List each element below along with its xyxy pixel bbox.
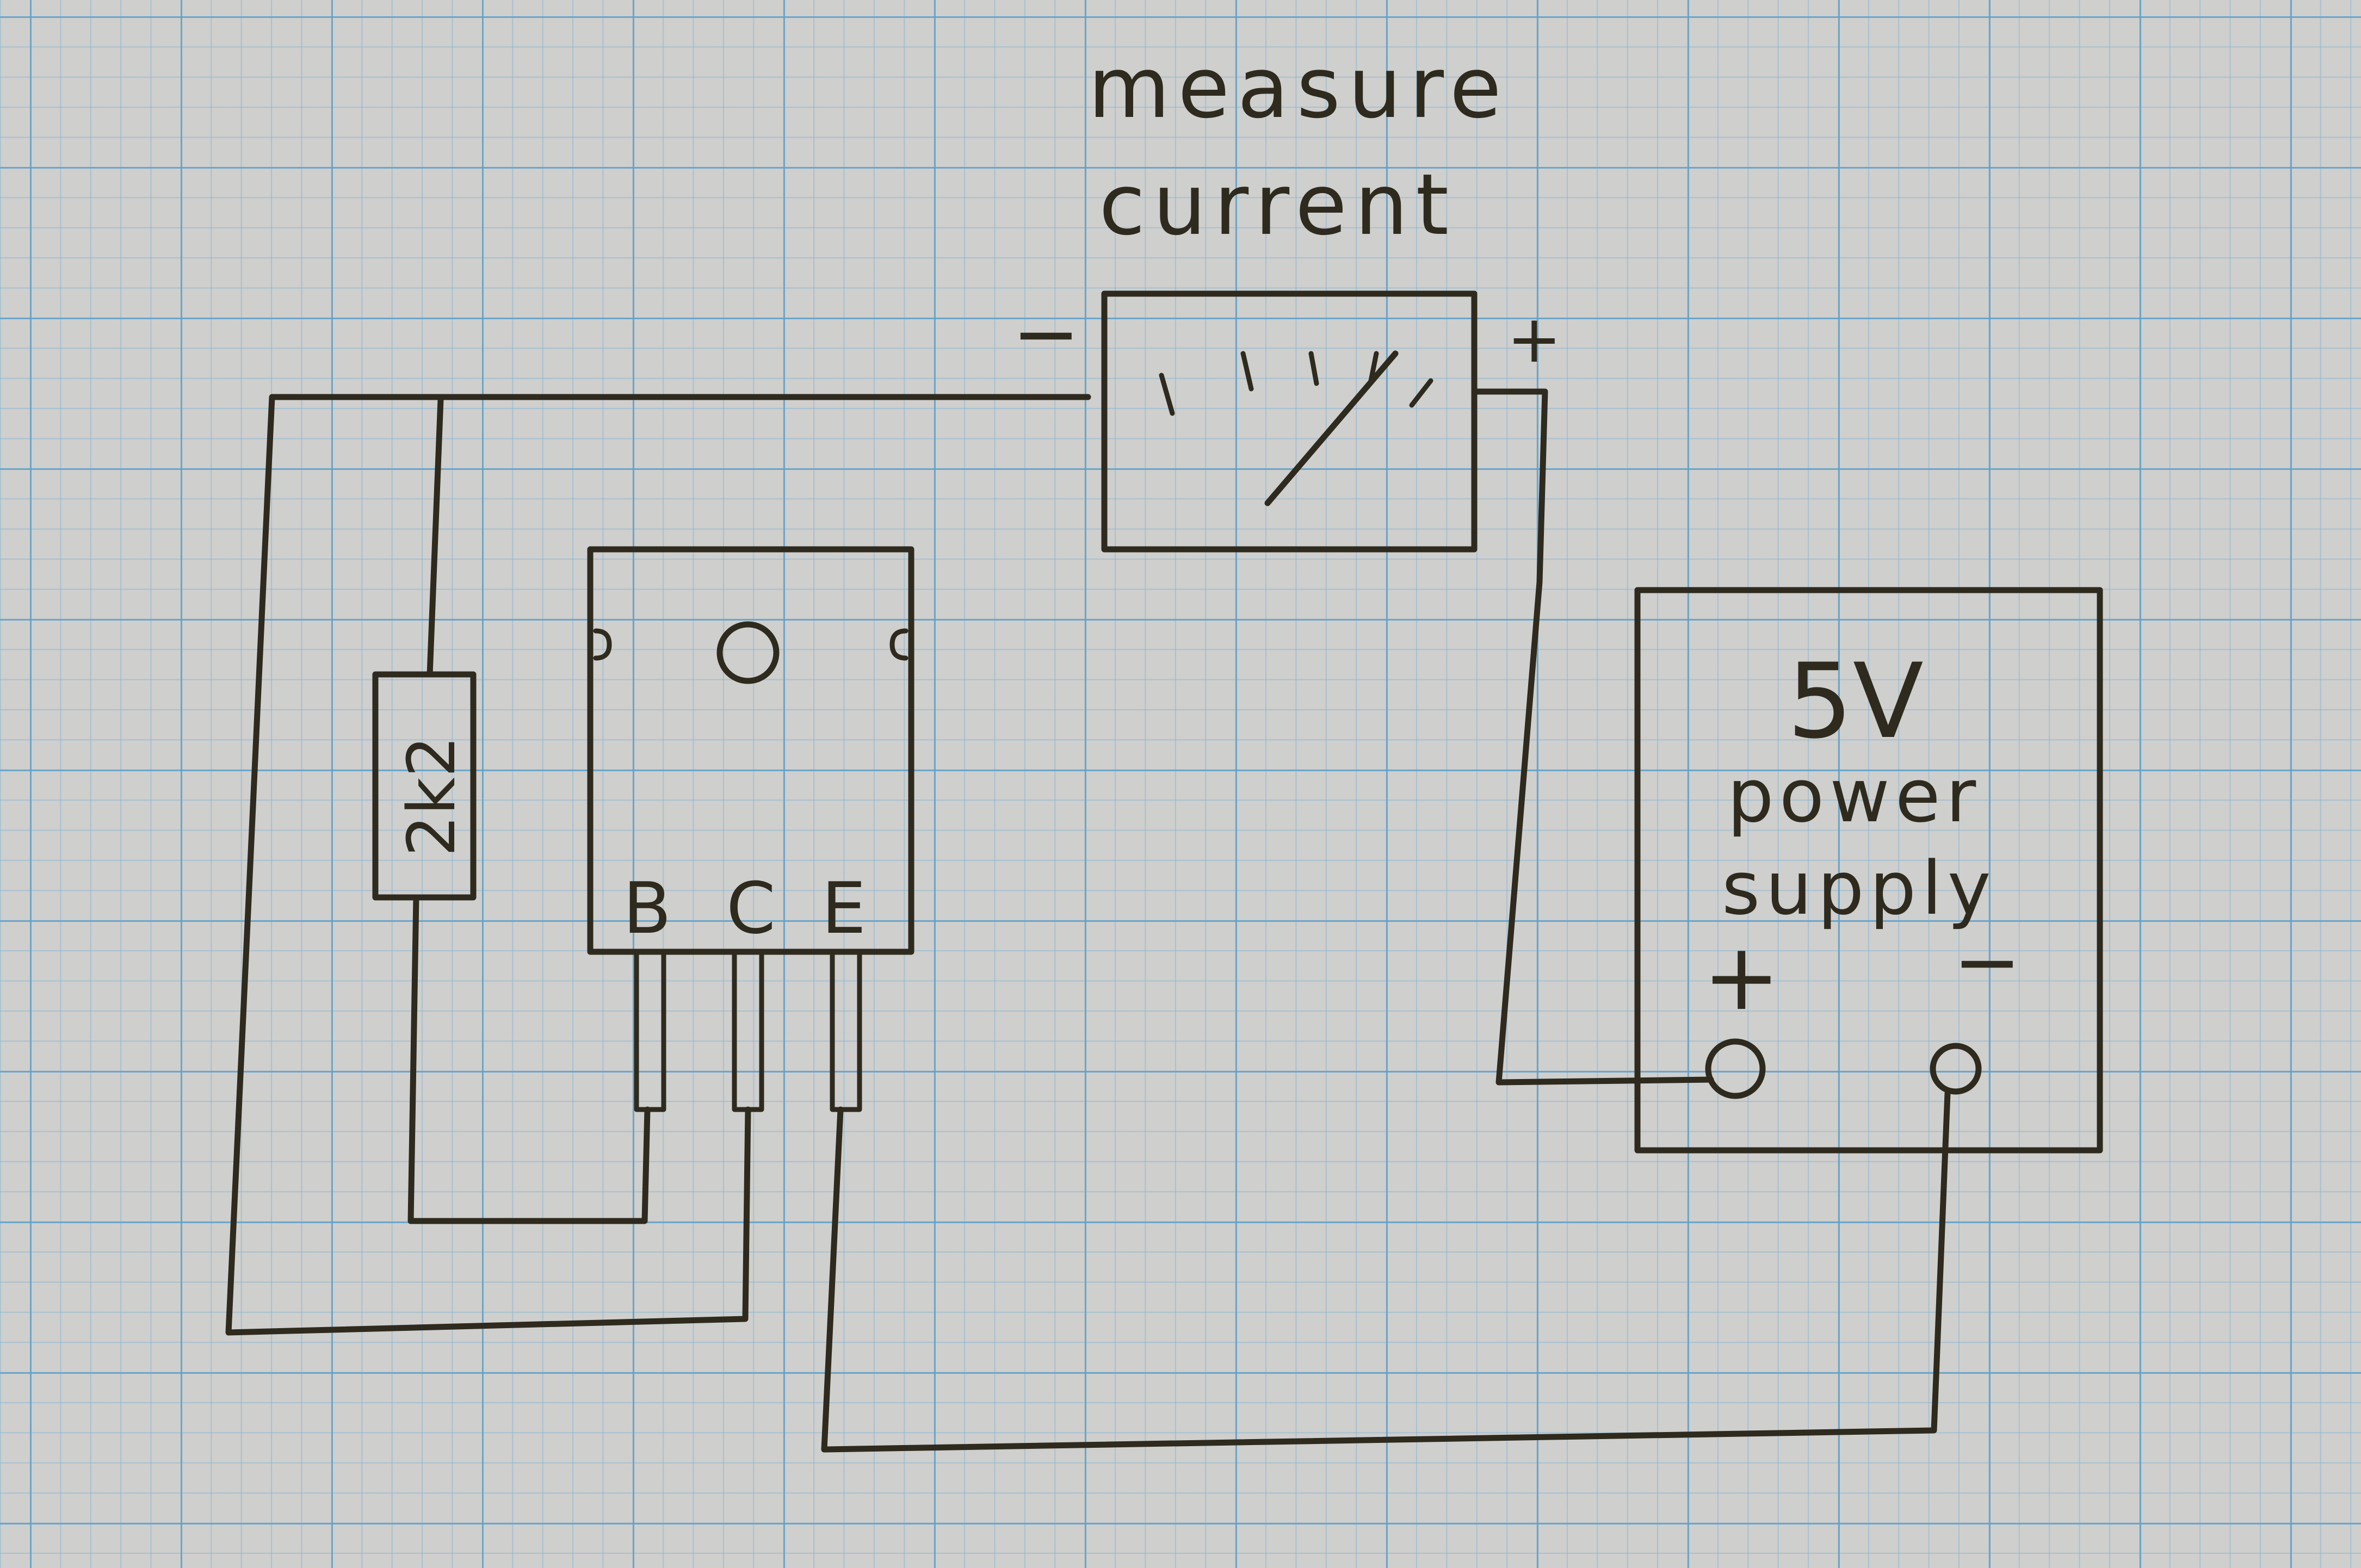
pin-label-e: E [821, 867, 866, 950]
pin-leg-e [830, 949, 862, 1112]
ammeter: measure current − + [1012, 39, 1562, 553]
pin-label-b: B [623, 867, 671, 950]
wire-meter-minus [225, 394, 1091, 1336]
positive-terminal-icon [1705, 1038, 1766, 1099]
power-supply-line2: supply [1722, 846, 1997, 931]
meter-caption-line2: current [1099, 156, 1456, 254]
power-supply-voltage: 5V [1787, 641, 1924, 761]
meter-tick [1240, 351, 1254, 392]
meter-minus-label: − [1012, 287, 1080, 381]
meter-needle [1264, 350, 1399, 506]
meter-tick [1159, 373, 1175, 416]
pin-label-c: C [726, 867, 776, 950]
notch-right-icon [889, 628, 908, 661]
power-supply-minus-label: − [1953, 915, 2022, 1009]
resistor-value-label: 2k2 [394, 736, 470, 857]
wires [225, 388, 1951, 1453]
meter-tick [1368, 351, 1379, 383]
resistor: 2k2 [372, 671, 477, 901]
ammeter-body [1101, 290, 1478, 553]
pin-leg-c [732, 949, 764, 1112]
meter-plus-label: + [1507, 302, 1562, 377]
power-supply: 5V power supply + − [1634, 587, 2103, 1154]
negative-terminal-icon [1930, 1043, 1982, 1095]
wire-meter-plus [1471, 388, 1714, 1086]
power-supply-line1: power [1727, 753, 1981, 839]
pin-leg-b [634, 949, 666, 1112]
meter-tick [1308, 351, 1319, 386]
wire-resistor-top [427, 396, 444, 678]
meter-tick [1409, 378, 1433, 408]
notch-left-icon [593, 628, 612, 661]
power-supply-plus-label: + [1703, 924, 1780, 1031]
mounting-hole-icon [716, 621, 780, 684]
resistor-body [372, 671, 477, 901]
transistor: B C E [587, 546, 914, 1112]
power-supply-body [1634, 587, 2103, 1154]
wire-emitter-minus [821, 1090, 1951, 1453]
meter-caption-line1: measure [1088, 39, 1509, 137]
wire-resistor-base [407, 894, 651, 1224]
